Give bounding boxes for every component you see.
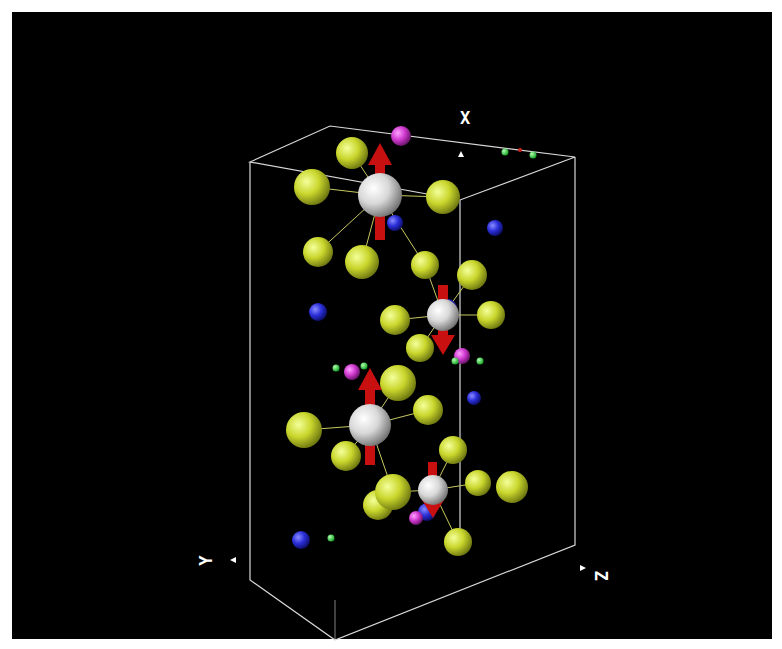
axis-label: Y: [198, 555, 215, 565]
axis-markers: [230, 151, 586, 571]
green-atoms: [328, 148, 537, 542]
unit-cell: [250, 126, 575, 640]
iron-atoms: [349, 173, 459, 505]
axis-label: Z: [592, 570, 609, 580]
background: [12, 12, 772, 639]
bonds: [304, 153, 491, 542]
sulfur-atoms: [286, 137, 528, 556]
blue-atoms: [292, 215, 503, 549]
axis-label: X: [460, 110, 470, 127]
magenta-atoms: [344, 126, 470, 525]
